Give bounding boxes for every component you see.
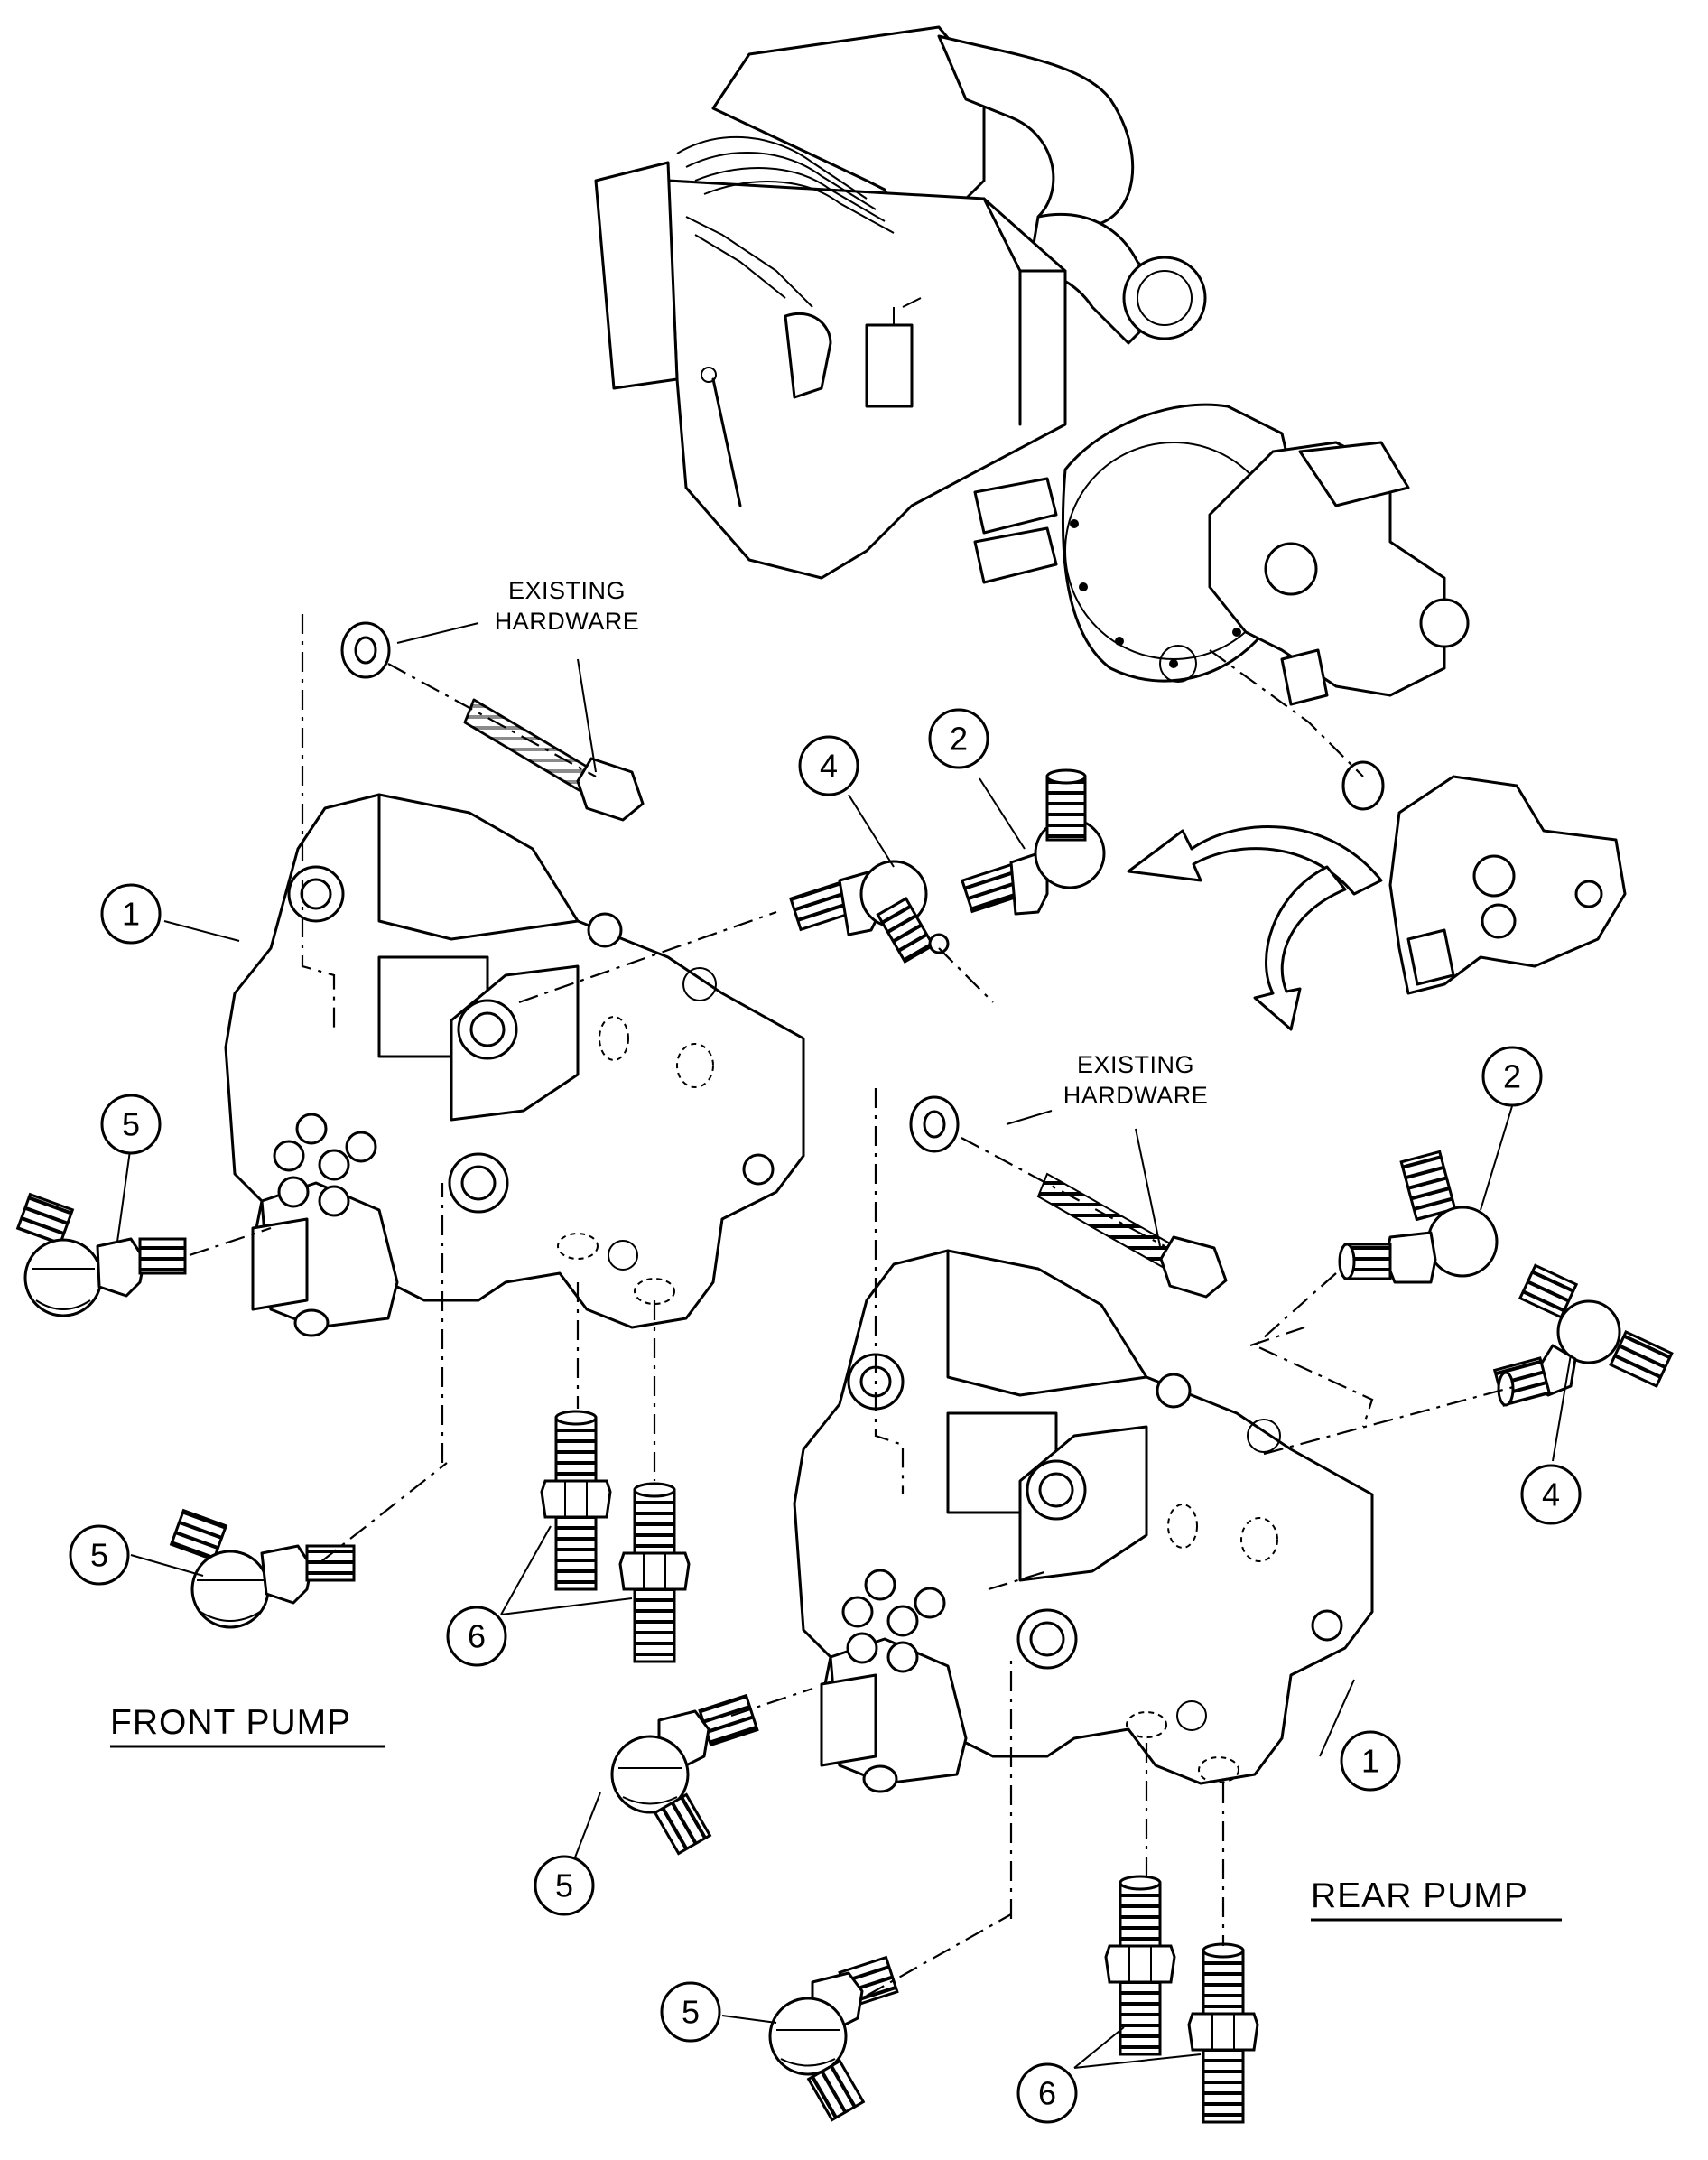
callout-rear-6: 6 (1016, 2062, 1078, 2124)
existing-hardware-label-top: EXISTING HARDWARE (495, 577, 640, 635)
svg-text:4: 4 (1542, 1476, 1560, 1513)
existing-hardware-label-right: EXISTING HARDWARE (1063, 1051, 1209, 1109)
svg-text:2: 2 (1503, 1058, 1521, 1095)
svg-text:5: 5 (555, 1867, 573, 1904)
front-fitting-4 (789, 860, 950, 964)
svg-text:6: 6 (468, 1618, 486, 1655)
callout-rear-4: 4 (1520, 1464, 1582, 1525)
callout-front-1: 1 (100, 883, 162, 945)
svg-text:5: 5 (122, 1106, 140, 1143)
rear-fitting-4 (1492, 1263, 1674, 1407)
front-elbow-5-lower (169, 1508, 356, 1629)
svg-text:1: 1 (122, 896, 140, 933)
front-fitting-6-a (540, 1410, 612, 1591)
callout-front-4: 4 (798, 735, 859, 796)
rear-elbow-5-lower (768, 1955, 899, 2122)
engine-assembly (594, 25, 1470, 706)
rear-fitting-6-b (1187, 1942, 1259, 2124)
swap-arrows (1127, 825, 1383, 1031)
spare-pump-small (1341, 760, 1627, 995)
front-fitting-2 (961, 768, 1106, 916)
rear-fitting-2 (1338, 1150, 1499, 1284)
svg-text:4: 4 (820, 748, 838, 785)
svg-text:2: 2 (950, 721, 968, 758)
top-washer-bolt (340, 621, 645, 822)
callout-front-5-lower: 5 (69, 1524, 130, 1586)
callout-rear-5-lower: 5 (660, 1981, 721, 2043)
front-dash-lines (189, 614, 1364, 1563)
front-fitting-6-b (618, 1482, 691, 1663)
svg-text:5: 5 (682, 1994, 700, 2031)
callout-front-6: 6 (446, 1606, 507, 1667)
svg-text:6: 6 (1038, 2075, 1056, 2112)
callout-rear-1: 1 (1340, 1730, 1401, 1792)
existing-hardware-right-line2: HARDWARE (1063, 1082, 1209, 1109)
front-pump-title: FRONT PUMP (110, 1703, 385, 1748)
existing-hardware-top-line1: EXISTING (508, 577, 626, 604)
rear-pump-title: REAR PUMP (1311, 1876, 1562, 1922)
callout-front-2: 2 (928, 708, 989, 769)
leader-lines (116, 622, 1572, 2069)
callout-front-5-upper: 5 (100, 1094, 162, 1155)
svg-text:5: 5 (90, 1537, 108, 1574)
svg-text:1: 1 (1361, 1743, 1379, 1780)
callout-rear-5-upper: 5 (534, 1855, 595, 1916)
rear-pump-label: REAR PUMP (1311, 1876, 1528, 1915)
existing-hardware-top-line2: HARDWARE (495, 608, 640, 635)
front-pump-body (224, 793, 805, 1337)
existing-hardware-right-line1: EXISTING (1077, 1051, 1194, 1078)
rear-fitting-6-a (1104, 1875, 1176, 2056)
callout-rear-2: 2 (1481, 1046, 1543, 1107)
rear-dash-lines (730, 1088, 1518, 1997)
front-pump-label: FRONT PUMP (110, 1703, 351, 1742)
rear-elbow-5-upper (610, 1693, 759, 1856)
front-elbow-5-upper (15, 1192, 187, 1317)
rear-pump-body (793, 1249, 1374, 1793)
